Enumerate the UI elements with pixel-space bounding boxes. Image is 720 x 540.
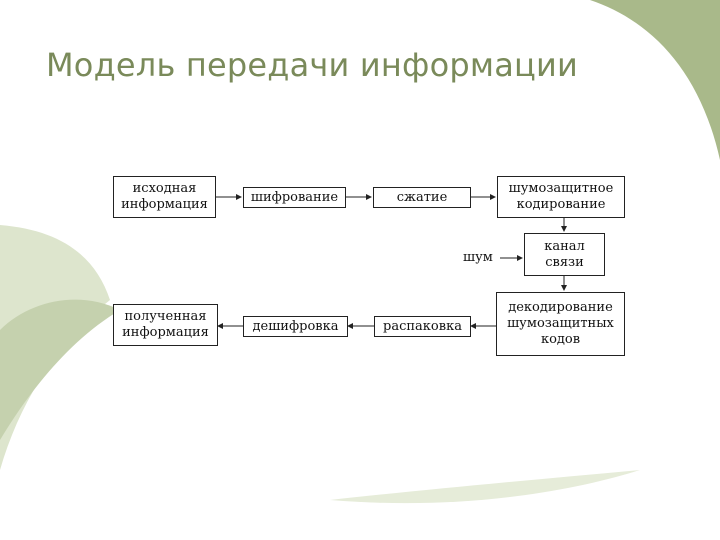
box-compression: сжатие	[373, 187, 471, 208]
box-noise-protective-decoding: декодирование шумозащитных кодов	[496, 292, 625, 356]
box-source-information: исходная информация	[113, 176, 216, 218]
box-noise-protective-encoding: шумозащитное кодирование	[497, 176, 625, 218]
box-decryption: дешифровка	[243, 316, 348, 337]
slide-title: Модель передачи информации	[46, 46, 578, 84]
box-communication-channel: канал связи	[524, 233, 605, 276]
box-received-information: полученная информация	[113, 304, 218, 346]
box-encryption: шифрование	[243, 187, 346, 208]
noise-label: шум	[463, 250, 493, 265]
box-decompression: распаковка	[374, 316, 471, 337]
